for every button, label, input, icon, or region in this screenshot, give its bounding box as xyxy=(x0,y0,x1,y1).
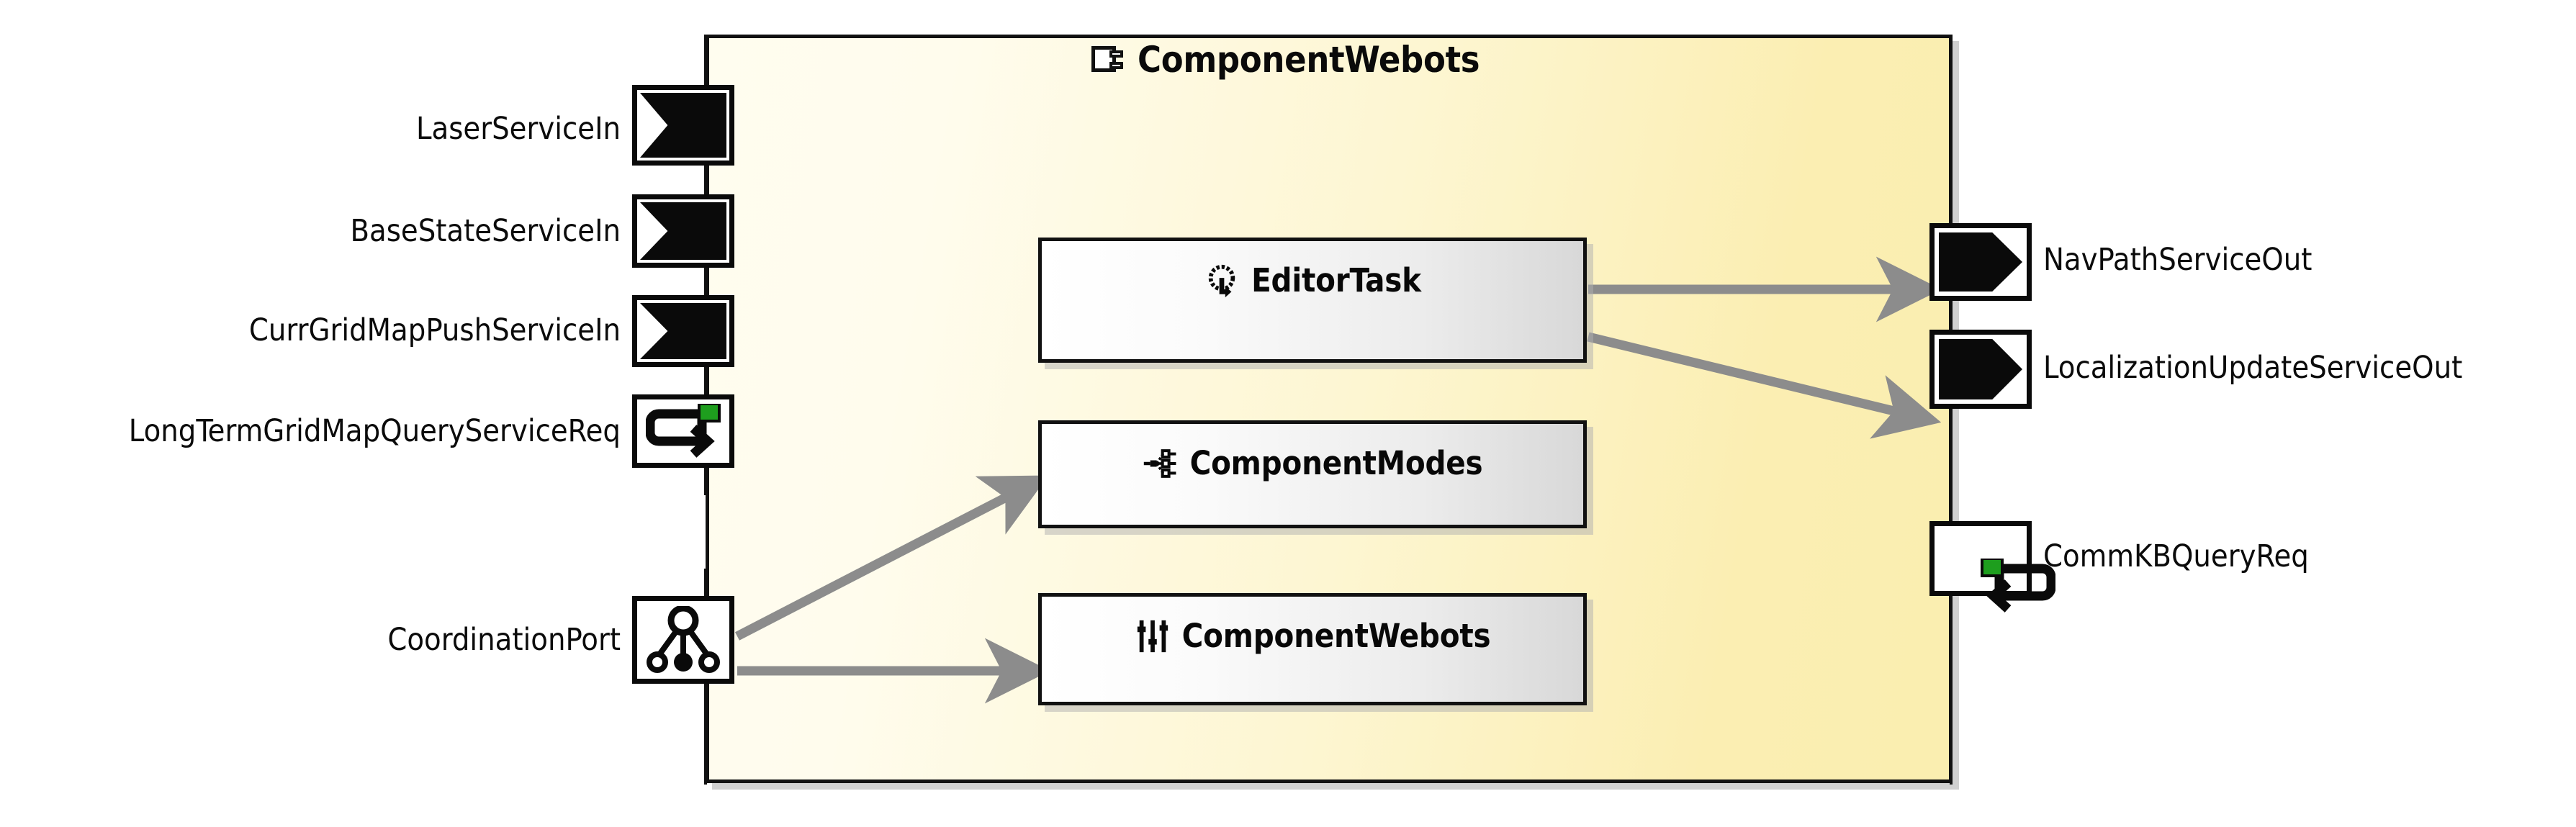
port-label-laserservicein: LaserServiceIn xyxy=(415,111,621,147)
port-spine-segment xyxy=(704,35,707,86)
service-out-arrow-icon xyxy=(1935,335,2027,404)
port-localizationupdateserviceout[interactable] xyxy=(1929,330,2032,409)
inner-box-label: ComponentModes xyxy=(1189,444,1483,482)
port-commkbqueryreq[interactable] xyxy=(1929,521,2055,613)
port-label-coordinationport: CoordinationPort xyxy=(387,622,621,658)
port-spine-segment xyxy=(704,367,707,394)
inner-box-label: EditorTask xyxy=(1251,261,1421,299)
port-label-longtermgridmapqueryservicereq: LongTermGridMapQueryServiceReq xyxy=(128,413,621,449)
port-navpathserviceout[interactable] xyxy=(1929,223,2032,301)
port-label-basestateservicein: BaseStateServiceIn xyxy=(350,213,621,249)
service-out-arrow-icon xyxy=(1935,228,2027,296)
sliders-parameters-icon xyxy=(1137,620,1168,652)
service-in-socket-icon xyxy=(637,199,729,263)
component-title-label: ComponentWebots xyxy=(1138,39,1480,81)
service-in-socket-icon xyxy=(637,90,729,161)
state-tree-icon xyxy=(1143,448,1176,478)
port-label-navpathserviceout: NavPathServiceOut xyxy=(2043,242,2312,278)
port-laserservicein[interactable] xyxy=(632,85,734,166)
query-request-icon xyxy=(637,399,729,463)
port-spine-segment xyxy=(1950,409,1953,521)
inner-box-label: ComponentWebots xyxy=(1181,617,1491,655)
service-in-socket-icon xyxy=(637,300,729,362)
port-label-currgridmappushservicein: CurrGridMapPushServiceIn xyxy=(248,312,621,348)
port-basestateservicein[interactable] xyxy=(632,194,734,268)
inner-box-editortask[interactable]: EditorTask xyxy=(1038,238,1587,363)
component-icon xyxy=(1091,45,1125,75)
coordination-port-icon xyxy=(637,601,729,679)
port-spine-segment xyxy=(704,166,707,194)
cyclic-task-icon xyxy=(1208,264,1235,297)
port-spine-segment xyxy=(1950,35,1953,223)
component-title: ComponentWebots xyxy=(1091,37,1480,82)
inner-box-componentwebots[interactable]: ComponentWebots xyxy=(1038,593,1587,705)
port-spine-segment xyxy=(1950,301,1953,330)
port-spine-segment xyxy=(704,569,707,596)
port-longtermgridmapqueryservicereq[interactable] xyxy=(632,394,734,468)
port-label-localizationupdateserviceout: LocalizationUpdateServiceOut xyxy=(2043,350,2463,386)
port-spine-segment xyxy=(1950,668,1953,785)
query-request-left-icon xyxy=(1935,526,2055,613)
port-spine-segment xyxy=(704,268,707,295)
port-coordinationport[interactable] xyxy=(632,596,734,684)
port-spine-segment xyxy=(704,684,707,785)
inner-box-componentmodes[interactable]: ComponentModes xyxy=(1038,420,1587,528)
port-currgridmappushservicein[interactable] xyxy=(632,295,734,367)
port-spine-segment xyxy=(704,468,707,495)
port-label-commkbqueryreq: CommKBQueryReq xyxy=(2043,538,2309,574)
